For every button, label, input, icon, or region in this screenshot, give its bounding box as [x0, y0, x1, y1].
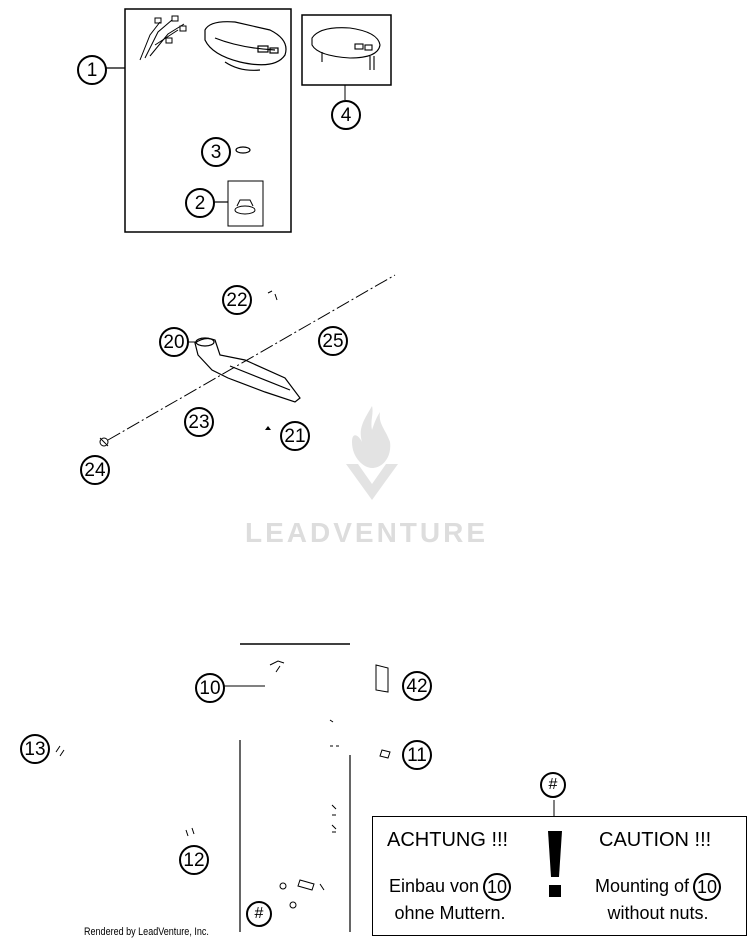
switch-sketch [55, 660, 391, 909]
callout-21[interactable]: 21 [280, 421, 310, 451]
wiring-harness-sketch [139, 15, 187, 61]
callout-1[interactable]: 1 [77, 55, 107, 85]
part-1-group-box [124, 8, 292, 233]
callout-10[interactable]: 10 [195, 673, 225, 703]
english-caution-title: CAUTION !!! [599, 829, 712, 851]
bracket-sketch [194, 337, 301, 403]
callout-3[interactable]: 3 [201, 137, 231, 167]
callout-11[interactable]: 11 [402, 740, 432, 770]
part-2-sketch [234, 199, 256, 215]
callout-13[interactable]: 13 [20, 734, 50, 764]
german-ref-callout-10[interactable]: 10 [483, 873, 512, 901]
part-4-cover-sketch [311, 27, 381, 70]
watermark-text: LEADVENTURE [245, 517, 489, 548]
german-caution-title: ACHTUNG !!! [387, 829, 509, 851]
callout-42[interactable]: 42 [402, 671, 432, 701]
instrument-cluster-sketch [204, 21, 287, 71]
exclamation-icon [548, 831, 562, 897]
callout-25[interactable]: 25 [318, 326, 348, 356]
leadventure-flame-logo-icon [346, 406, 398, 500]
callout-23[interactable]: 23 [184, 407, 214, 437]
callout-12[interactable]: 12 [179, 845, 209, 875]
callout-22[interactable]: 22 [222, 285, 252, 315]
callout-hash-bottom[interactable]: # [246, 901, 272, 927]
callout-2[interactable]: 2 [185, 188, 215, 218]
footer-credit: Rendered by LeadVenture, Inc. [84, 926, 209, 938]
callout-24[interactable]: 24 [80, 455, 110, 485]
german-line-1: Einbau von [388, 875, 480, 896]
part-4-group-box [301, 14, 392, 86]
callout-20[interactable]: 20 [159, 327, 189, 357]
axis-line [107, 274, 396, 441]
english-line-2: without nuts. [607, 903, 709, 923]
english-line-1: Mounting of [594, 875, 690, 896]
german-line-2: ohne Muttern. [394, 903, 506, 923]
callout-4[interactable]: 4 [331, 100, 361, 130]
english-ref-callout-10[interactable]: 10 [693, 873, 722, 901]
callout-hash-top[interactable]: # [540, 772, 566, 798]
